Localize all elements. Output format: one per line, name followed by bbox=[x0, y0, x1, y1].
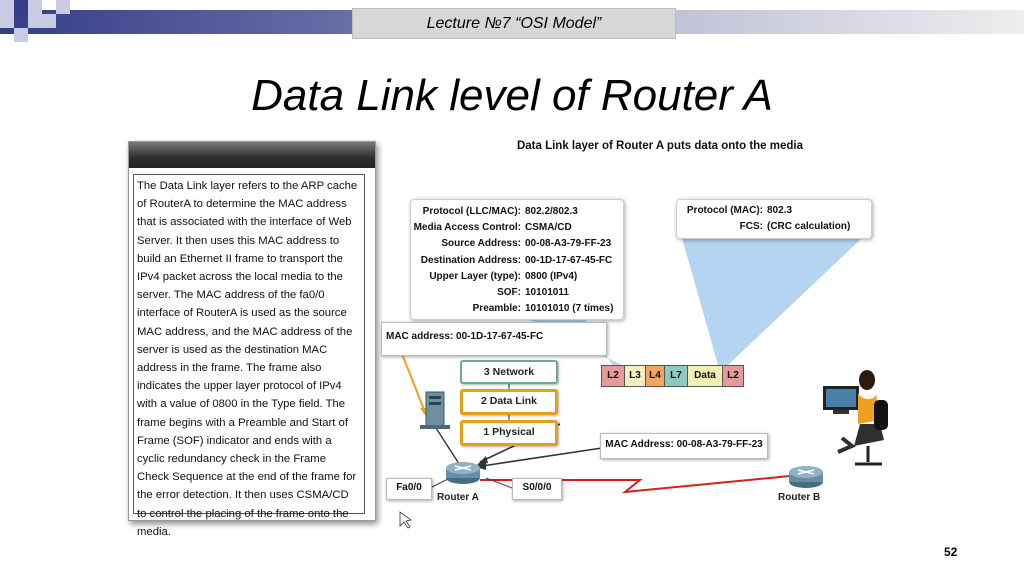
server-mac-arrow bbox=[401, 353, 426, 413]
layer-data-link: 2 Data Link bbox=[460, 389, 558, 415]
slide-title: Data Link level of Router A bbox=[251, 71, 773, 120]
interface-s0-0-0-label: S0/0/0 bbox=[512, 478, 562, 500]
layer-network: 3 Network bbox=[460, 360, 558, 384]
frame-l4: L4 bbox=[646, 366, 665, 386]
router-mac-box: MAC Address: 00-08-A3-79-FF-23 bbox=[600, 433, 768, 459]
router-b-label: Router B bbox=[778, 492, 821, 503]
lecture-label: Lecture №7 “OSI Model” bbox=[352, 8, 676, 39]
frame-trailer-info-box: Protocol (MAC):802.3 FCS:(CRC calculatio… bbox=[676, 199, 872, 239]
router-a-icon bbox=[446, 462, 480, 484]
corner-square-decoration bbox=[0, 14, 14, 28]
corner-square-decoration bbox=[28, 14, 42, 28]
person-icon bbox=[823, 370, 888, 466]
corner-square-decoration bbox=[14, 28, 28, 42]
frame-l3: L3 bbox=[625, 366, 646, 386]
corner-square-decoration bbox=[56, 0, 70, 14]
frame-data: Data bbox=[688, 366, 723, 386]
description-panel: The Data Link layer refers to the ARP ca… bbox=[128, 141, 376, 538]
network-diagram-graphics bbox=[399, 238, 888, 529]
trailer-cone bbox=[682, 238, 862, 365]
diagram-title: Data Link layer of Router A puts data on… bbox=[516, 140, 804, 152]
router-a-label: Router A bbox=[437, 492, 479, 503]
corner-square-decoration bbox=[0, 0, 14, 14]
interface-fa0-0-label: Fa0/0 bbox=[386, 478, 432, 500]
server-icon bbox=[420, 391, 450, 429]
corner-square-decoration bbox=[14, 0, 28, 14]
mouse-cursor-icon bbox=[399, 511, 412, 529]
page-number: 52 bbox=[944, 545, 958, 559]
corner-square-decoration bbox=[42, 14, 56, 28]
frame-l2-trailer: L2 bbox=[723, 366, 743, 386]
layer-physical: 1 Physical bbox=[460, 420, 558, 446]
router-mac-arrow bbox=[481, 447, 603, 467]
frame-structure: L2 L3 L4 L7 Data L2 bbox=[601, 365, 744, 387]
server-mac-box: MAC address: 00-1D-17-67-45-FC bbox=[381, 322, 607, 356]
frame-l7: L7 bbox=[665, 366, 688, 386]
description-text: The Data Link layer refers to the ARP ca… bbox=[133, 174, 365, 538]
router-b-icon bbox=[789, 466, 823, 488]
panel-header-bar bbox=[129, 142, 375, 168]
frame-header-info-box: Protocol (LLC/MAC):802.2/802.3 Media Acc… bbox=[410, 199, 624, 320]
corner-square-decoration bbox=[28, 0, 42, 14]
frame-l2-header: L2 bbox=[602, 366, 625, 386]
